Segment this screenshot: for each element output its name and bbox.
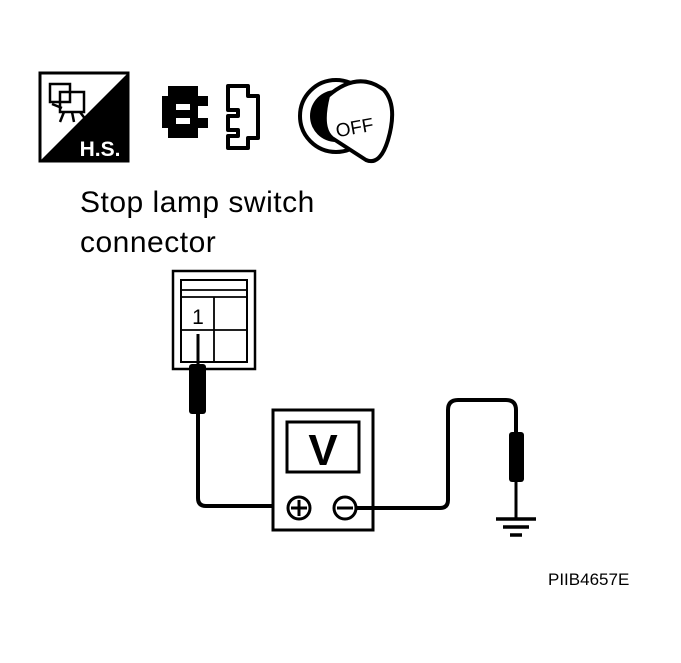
positive-probe [189,334,206,414]
ignition-key-off-icon: OFF [298,78,395,163]
positive-terminal [286,495,312,521]
terminal-1-label: 1 [192,306,204,329]
stop-lamp-switch-connector: 1 [171,269,257,371]
harness-sign-label: H.S. [80,138,121,161]
negative-lead-wire [356,398,518,510]
ground-probe [509,432,524,518]
caption-line-2: connector [80,226,217,259]
positive-lead-wire [196,414,288,508]
connector-disconnected-icon [162,84,260,150]
harness-service-icon: H.S. [38,71,130,163]
ground-icon [496,517,536,537]
caption-line-1: Stop lamp switch [80,186,315,219]
voltmeter: V [271,408,375,532]
negative-terminal [332,495,358,521]
meter-display: V [308,426,338,475]
figure-id: PIIB4657E [548,570,630,589]
